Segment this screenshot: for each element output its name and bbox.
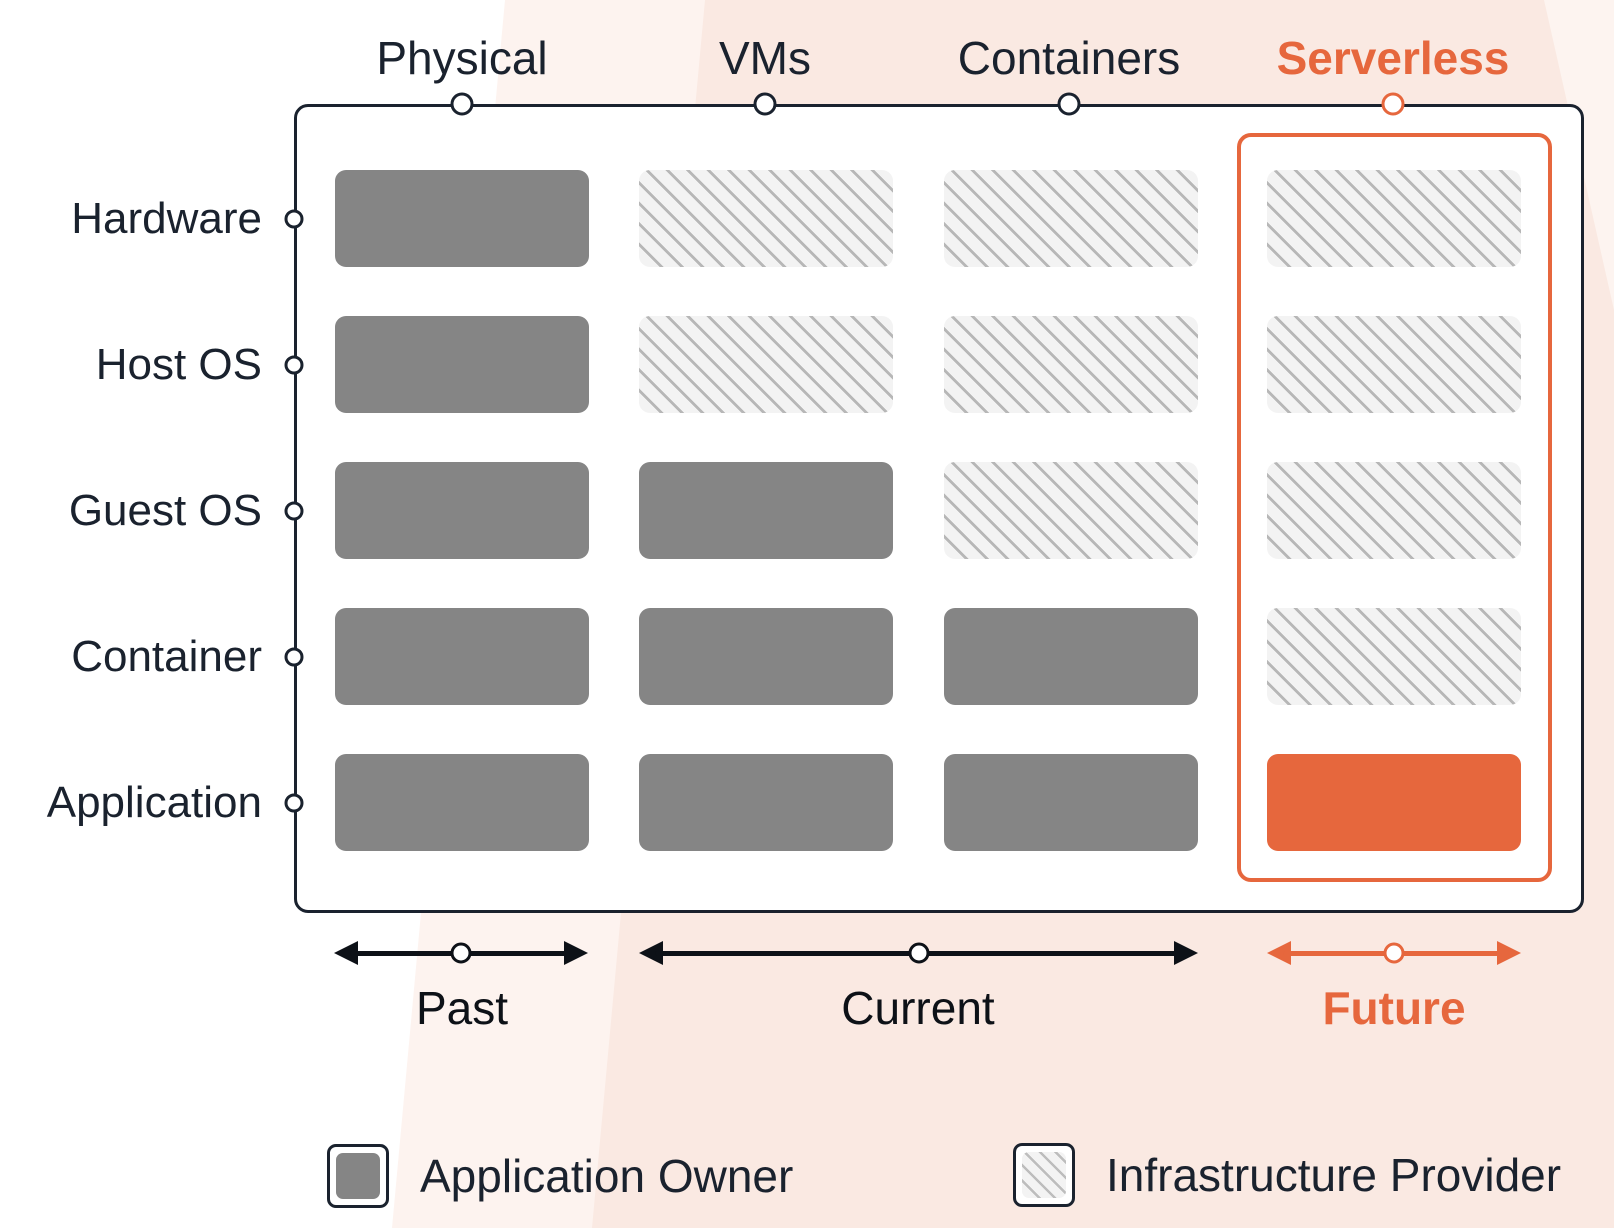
application-owner-swatch-icon — [327, 1144, 389, 1208]
serverless-column-outline — [1237, 133, 1552, 882]
row-label-host-os: Host OS — [95, 340, 262, 389]
cell-hardware-serverless — [1267, 170, 1521, 267]
timeline-label-past: Past — [415, 982, 509, 1034]
row-dot-hardware-icon — [284, 209, 304, 229]
cell-hardware-physical — [335, 170, 589, 267]
timeline-label-current: Current — [841, 982, 995, 1034]
timeline-label-future: Future — [1322, 982, 1466, 1034]
column-dot-vms-icon — [753, 92, 777, 116]
cell-hardware-containers — [944, 170, 1198, 267]
diagonal-hatch-fill — [1022, 1152, 1066, 1198]
infrastructure-provider-swatch-icon — [1013, 1143, 1075, 1207]
solid-gray-fill — [336, 1153, 380, 1199]
column-header-physical: Physical — [376, 32, 548, 84]
legend-label-application-owner: Application Owner — [420, 1150, 794, 1202]
arrow-right-icon — [564, 941, 588, 965]
arrow-midpoint-dot-icon — [450, 942, 472, 964]
cell-container-physical — [335, 608, 589, 705]
cell-container-containers — [944, 608, 1198, 705]
column-dot-physical-icon — [450, 92, 474, 116]
cell-container-serverless — [1267, 608, 1521, 705]
arrow-right-icon — [1174, 941, 1198, 965]
cell-guest-os-serverless — [1267, 462, 1521, 559]
column-dot-containers-icon — [1057, 92, 1081, 116]
column-header-containers: Containers — [957, 32, 1181, 84]
arrow-midpoint-dot-icon — [908, 942, 929, 964]
legend-label-infrastructure-provider: Infrastructure Provider — [1106, 1149, 1562, 1201]
column-header-serverless: Serverless — [1276, 32, 1510, 84]
cell-host-os-containers — [944, 316, 1198, 413]
cell-application-containers — [944, 754, 1198, 851]
legend-item-application-owner: Application Owner — [327, 1144, 793, 1208]
cell-host-os-physical — [335, 316, 589, 413]
cell-application-serverless — [1267, 754, 1521, 851]
cell-container-vms — [639, 608, 893, 705]
cell-guest-os-vms — [639, 462, 893, 559]
row-label-container: Container — [71, 632, 262, 681]
cell-hardware-vms — [639, 170, 893, 267]
cell-guest-os-physical — [335, 462, 589, 559]
row-label-application: Application — [46, 778, 262, 827]
cell-host-os-vms — [639, 316, 893, 413]
arrow-midpoint-dot-icon — [1383, 942, 1405, 964]
row-dot-guest-os-icon — [284, 501, 304, 521]
row-label-guest-os: Guest OS — [68, 486, 262, 535]
cell-guest-os-containers — [944, 462, 1198, 559]
row-dot-container-icon — [284, 647, 304, 667]
legend-item-infrastructure-provider: Infrastructure Provider — [1013, 1143, 1561, 1207]
column-dot-serverless-icon — [1381, 92, 1405, 116]
row-dot-host-os-icon — [284, 355, 304, 375]
row-dot-application-icon — [284, 793, 304, 813]
arrow-right-icon — [1497, 941, 1521, 965]
cell-application-physical — [335, 754, 589, 851]
cell-host-os-serverless — [1267, 316, 1521, 413]
cell-application-vms — [639, 754, 893, 851]
column-header-vms: VMs — [719, 32, 811, 84]
row-label-hardware: Hardware — [71, 194, 262, 243]
